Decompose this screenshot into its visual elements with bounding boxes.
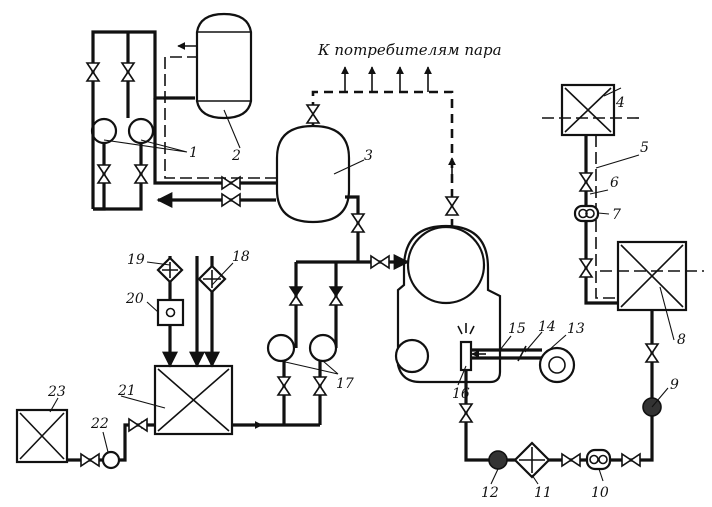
circulation-pumps [90, 117, 155, 145]
label-8: 8 [677, 332, 686, 348]
label-6: 6 [610, 175, 619, 191]
valve-icon[interactable] [128, 418, 148, 432]
steam-consumers-caption: К потребителям пара [317, 41, 502, 59]
valve-icon[interactable] [621, 453, 641, 467]
label-9: 9 [670, 377, 679, 393]
valve-icon[interactable] [459, 403, 473, 423]
burner-assembly [457, 323, 576, 384]
valve-icon[interactable] [561, 453, 581, 467]
label-19: 19 [127, 252, 145, 268]
steam-drum [195, 12, 253, 120]
label-3: 3 [364, 148, 373, 164]
label-15: 15 [508, 321, 526, 337]
label-22: 22 [90, 416, 109, 432]
label-5: 5 [640, 140, 649, 156]
valve-icon[interactable] [86, 62, 100, 82]
check-valve-icon[interactable] [289, 286, 303, 306]
valve-icon[interactable] [351, 213, 365, 233]
valve-icon[interactable] [445, 196, 459, 216]
water-treatment-tank [153, 364, 234, 436]
label-10: 10 [591, 485, 609, 501]
valve-icon[interactable] [313, 376, 327, 396]
valve-icon[interactable] [306, 104, 320, 124]
check-valve-icon[interactable] [329, 286, 343, 306]
valve-icon[interactable] [121, 62, 135, 82]
label-20: 20 [125, 291, 144, 307]
boiler-unit [394, 224, 502, 384]
label-7: 7 [612, 207, 621, 223]
label-1: 1 [189, 145, 198, 161]
inlet-lines [156, 256, 227, 368]
separator-tank [275, 124, 351, 224]
valve-icon[interactable] [97, 164, 111, 184]
item-numbers: 1 2 3 4 5 6 7 8 9 10 11 12 13 14 15 16 1… [47, 95, 686, 501]
make-up-line [67, 421, 155, 470]
leader-lines [49, 87, 675, 485]
label-4: 4 [615, 95, 625, 111]
valve-icon[interactable] [134, 164, 148, 184]
label-16: 16 [452, 386, 470, 402]
fuel-supply-line [464, 310, 662, 479]
raw-water-tank [15, 408, 69, 464]
valve-icon[interactable] [221, 193, 241, 207]
fuel-filter-icon [488, 450, 508, 470]
valve-icon[interactable] [579, 172, 593, 192]
label-14: 14 [538, 319, 556, 335]
label-2: 2 [231, 148, 241, 164]
label-17: 17 [336, 376, 354, 392]
label-23: 23 [47, 384, 66, 400]
valve-icon[interactable] [645, 343, 659, 363]
label-11: 11 [534, 485, 552, 501]
label-21: 21 [117, 383, 136, 399]
fuel-bunker [542, 83, 642, 137]
valve-icon[interactable] [579, 258, 593, 278]
label-18: 18 [232, 249, 250, 265]
label-12: 12 [481, 485, 499, 501]
valve-icon[interactable] [370, 255, 390, 269]
valve-icon[interactable] [80, 453, 100, 467]
label-13: 13 [567, 321, 585, 337]
valve-icon[interactable] [277, 376, 291, 396]
fuel-heater-tank [600, 240, 704, 312]
